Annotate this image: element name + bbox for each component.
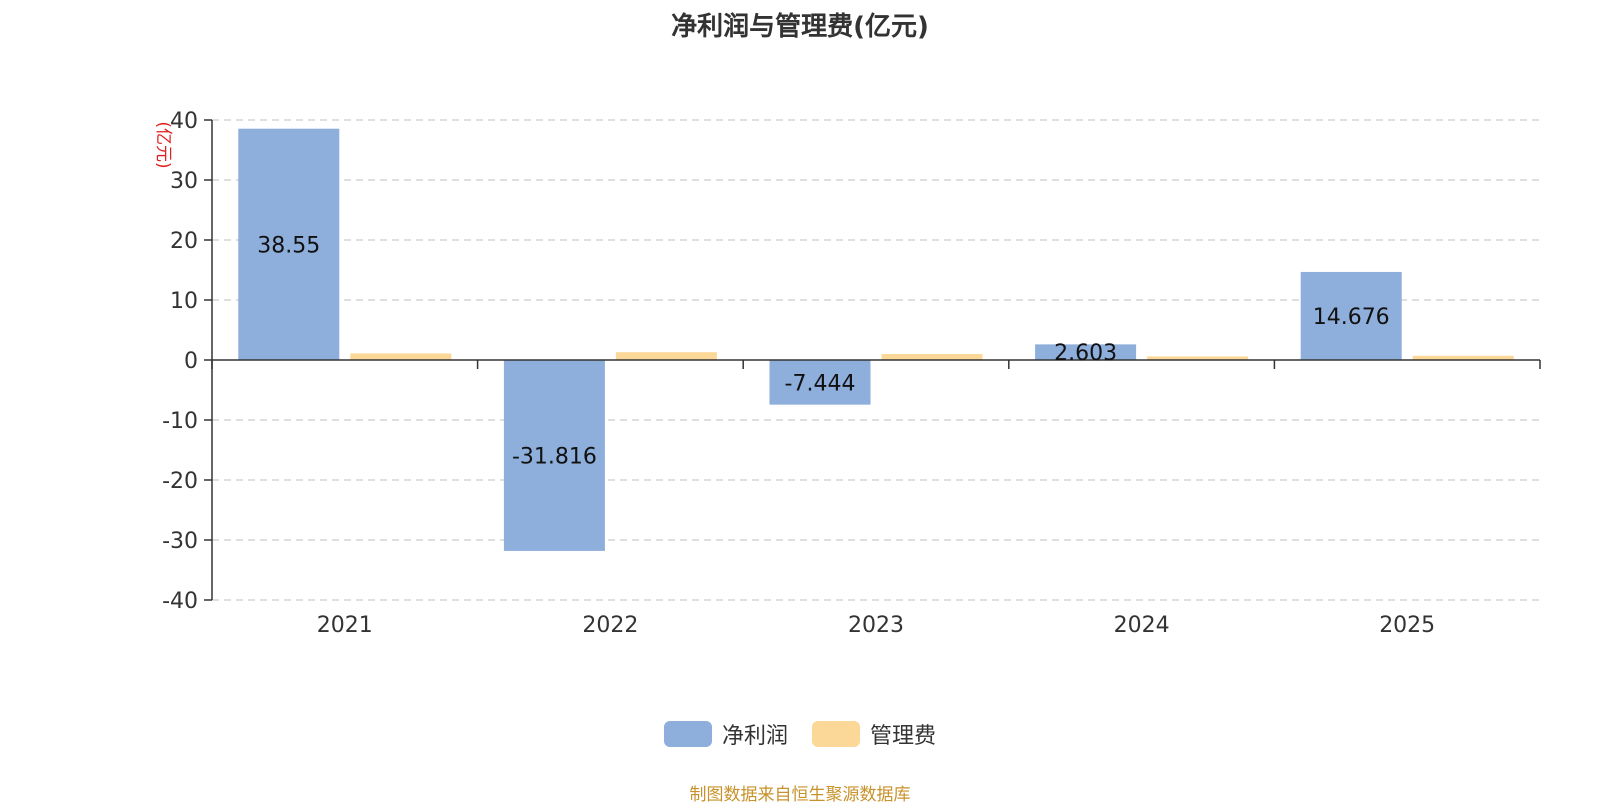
data-label: 38.55 <box>257 233 320 258</box>
y-tick-label: -10 <box>162 409 198 434</box>
bar-net-profit[interactable] <box>769 360 871 405</box>
legend-label-net-profit: 净利润 <box>721 724 788 749</box>
legend-item-management-fee[interactable]: 管理费 <box>812 718 936 750</box>
data-label: -31.816 <box>512 444 597 469</box>
x-tick-label: 2021 <box>317 613 373 638</box>
x-tick-label: 2025 <box>1379 613 1435 638</box>
bar-net-profit[interactable] <box>238 128 340 360</box>
axes <box>204 119 1541 601</box>
x-tick-label: 2024 <box>1114 613 1170 638</box>
y-tick-label: -30 <box>162 529 198 554</box>
y-tick-label: 40 <box>170 109 198 134</box>
bar-net-profit[interactable] <box>1035 344 1137 360</box>
bar-net-profit[interactable] <box>1300 271 1402 360</box>
data-label: -7.444 <box>785 371 856 396</box>
bar-management-fee[interactable] <box>615 352 717 360</box>
bar-net-profit[interactable] <box>503 360 605 551</box>
y-tick-label: 0 <box>184 349 198 374</box>
y-tick-label: 30 <box>170 169 198 194</box>
grid-lines <box>212 119 1540 601</box>
bar-management-fee[interactable] <box>1147 356 1249 360</box>
bars <box>238 128 1514 551</box>
y-tick-label: -40 <box>162 589 198 614</box>
bar-management-fee[interactable] <box>881 354 983 360</box>
legend-swatch-management-fee <box>812 721 860 747</box>
x-tick-label: 2022 <box>582 613 638 638</box>
data-label: 14.676 <box>1313 305 1390 330</box>
legend-label-management-fee: 管理费 <box>870 724 937 749</box>
x-tick-label: 2023 <box>848 613 904 638</box>
y-tick-label: -20 <box>162 469 198 494</box>
bar-management-fee[interactable] <box>350 353 452 360</box>
y-axis-label: (亿元) <box>153 121 173 168</box>
legend: 净利润 管理费 <box>0 718 1600 750</box>
labels: 40 30 20 10 0 -10 -20 -30 -40 (亿元) 38.55 -31.816 -7.… <box>153 109 1435 638</box>
y-tick-label: 20 <box>170 229 198 254</box>
chart-title: 净利润与管理费(亿元) <box>671 12 929 42</box>
y-tick-label: 10 <box>170 289 198 314</box>
data-source-note: 制图数据来自恒生聚源数据库 <box>689 785 911 805</box>
data-label: 2.603 <box>1054 341 1117 366</box>
legend-swatch-net-profit <box>663 721 712 747</box>
bar-management-fee[interactable] <box>1412 355 1514 360</box>
legend-item-net-profit[interactable]: 净利润 <box>663 718 788 750</box>
